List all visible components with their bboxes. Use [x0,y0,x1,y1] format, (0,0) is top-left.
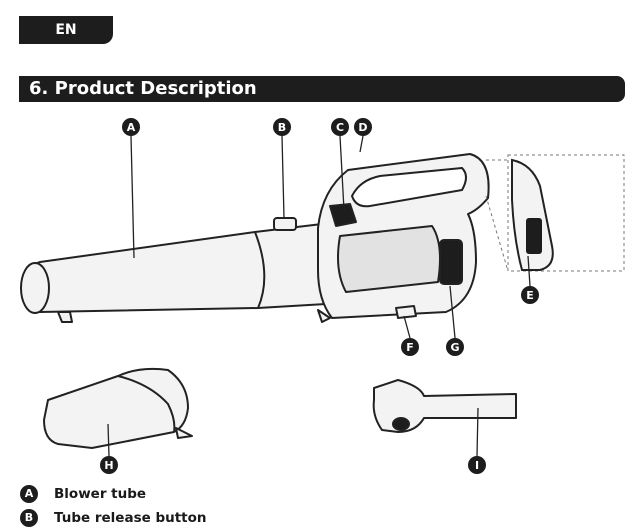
callout-a: A [122,118,140,136]
svg-text:E: E [526,289,534,302]
callout-g: G [446,338,464,356]
svg-text:G: G [450,341,459,354]
callout-f: F [401,338,419,356]
tube-foot [57,311,73,323]
legend-badge: B [20,509,38,527]
inset-handle-detail [511,158,554,271]
svg-text:D: D [358,121,367,134]
legend-item: A Blower tube [20,484,420,506]
detail-inset [485,154,625,272]
tube-extension [372,379,517,433]
svg-text:F: F [406,341,414,354]
tube-release-button [273,217,297,231]
blower-illustration [20,153,490,323]
housing-panel [337,225,441,293]
language-tab: EN [19,16,113,44]
svg-text:H: H [104,459,113,472]
svg-text:A: A [127,121,136,134]
callout-h: H [100,456,118,474]
svg-text:C: C [336,121,344,134]
battery-latch [395,305,417,319]
callout-e: E [521,286,539,304]
tube-nozzle-end [20,262,50,314]
section-title: 6. Product Description [29,78,257,99]
handle-opening [351,167,467,208]
air-concentrator-nozzle [43,367,193,449]
callout-b: B [273,118,291,136]
legend-badge: A [20,485,38,503]
svg-text:B: B [278,121,286,134]
housing-foot [317,309,331,323]
section-heading-bar: 6. Product Description [19,76,625,102]
inset-vent [526,218,542,254]
callout-i: I [468,456,486,474]
legend-item: B Tube release button [20,508,420,530]
callout-d: D [354,118,372,136]
legend-label: Blower tube [54,486,147,502]
callout-c: C [331,118,349,136]
svg-text:I: I [475,459,479,472]
vent-grille [439,239,463,285]
blower-tube [21,231,273,313]
legend-label: Tube release button [54,510,207,526]
parts-legend: A Blower tube B Tube release button [20,484,420,532]
